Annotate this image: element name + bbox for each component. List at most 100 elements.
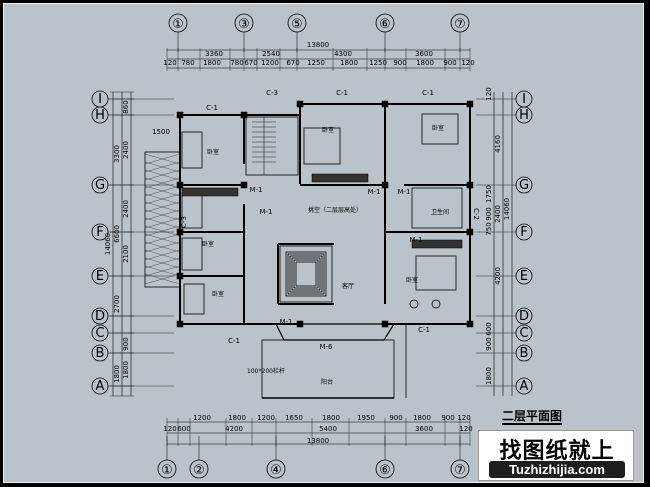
void-ring: [291, 257, 321, 291]
dim-right-minor: 1750: [485, 185, 493, 203]
watermark-url: Tuzhizhijia.com: [489, 461, 625, 478]
dim-top-minor: 1200: [261, 59, 279, 67]
room-label-bedroom: 卧室: [406, 276, 418, 284]
structural-column: [381, 100, 389, 108]
roof-hatch-line: [144, 241, 181, 253]
dim-left-mid: 6600: [113, 225, 121, 243]
structural-column: [176, 320, 184, 328]
roof-hatch-line: [144, 169, 181, 181]
room-label-terrace: 阳台: [321, 378, 333, 386]
structural-column: [176, 111, 184, 119]
door-tag-m6: M-6: [319, 343, 333, 351]
dim-top-minor: 780: [181, 59, 194, 67]
bed-furniture: [183, 283, 205, 315]
door-tag-m1: M-1: [249, 186, 262, 194]
window-tag-c2: C-2: [472, 208, 480, 220]
watermark-brand-text: 找图纸就上: [499, 439, 615, 464]
dim-top-minor: 900: [393, 59, 406, 67]
structural-column: [296, 100, 304, 108]
dim-top-major: 4300: [334, 50, 352, 58]
window-tag-c1: C-1: [418, 326, 430, 334]
dim-right-minor: 900: [485, 337, 493, 350]
dim-bottom-major: 120: [459, 425, 472, 433]
grid-label-right: E: [520, 269, 528, 284]
structural-column: [466, 320, 474, 328]
dim-top-total: 13800: [307, 41, 329, 49]
structural-column: [466, 228, 474, 236]
dim-top-minor: 1800: [203, 59, 221, 67]
grid-label-right: A: [520, 379, 529, 394]
dim-right-minor: 600: [485, 322, 493, 335]
bed-furniture: [181, 237, 203, 271]
room-label-bedroom: 卧室: [212, 290, 224, 298]
grid-label-right: G: [519, 178, 529, 193]
dim-right-minor: 1800: [485, 367, 493, 385]
void-stair-drawing: [279, 245, 333, 303]
grid-label-left: I: [98, 92, 102, 107]
grid-label-right: B: [520, 346, 529, 361]
dim-left-minor: 860: [122, 100, 130, 113]
dim-bottom-major: 120: [163, 425, 176, 433]
dim-right-mid: 4160: [494, 135, 502, 153]
grid-label-right: C: [519, 326, 528, 341]
window-tag-c3: C-3: [180, 216, 188, 228]
structural-column: [466, 181, 474, 189]
grid-label-top: ⑤: [291, 17, 303, 32]
dim-right-minor: 750: [485, 222, 493, 235]
dim-right-minor: 900: [485, 207, 493, 220]
grid-label-top: ③: [238, 17, 250, 32]
roof-hatch-line: [144, 233, 181, 245]
door-tag-m1: M-1: [397, 188, 410, 196]
dim-top-minor: 120: [163, 59, 176, 67]
drawing-title: 二层平面图: [502, 409, 563, 425]
door-tag-m1: M-1: [259, 208, 272, 216]
bed-furniture: [303, 127, 341, 165]
door-tag-m1: M-1: [279, 318, 292, 326]
railing-note: 100*200栏杆: [247, 367, 285, 375]
grid-label-right: F: [520, 225, 527, 240]
roof-hatch-area: [144, 151, 181, 288]
dim-left-total: 14060: [104, 233, 112, 255]
void-ring: [295, 261, 317, 287]
dim-left-minor: 900: [122, 337, 130, 350]
grid-label-left: F: [96, 225, 103, 240]
window-tag-c3: C-3: [266, 89, 278, 97]
dim-top-minor: 1250: [369, 59, 387, 67]
sanitary-fixture: [431, 299, 441, 309]
grid-label-bottom: ②: [193, 463, 205, 478]
dim-bottom-minor: 1800: [413, 414, 431, 422]
grid-label-right: H: [519, 108, 529, 123]
roof-hatch-line: [144, 153, 181, 165]
dim-left-mid: 2700: [113, 295, 121, 313]
roof-hatch-line: [144, 209, 181, 221]
roof-hatch-line: [144, 201, 181, 213]
grid-label-bottom: ⑦: [454, 463, 466, 478]
dim-left-minor: 2400: [122, 141, 130, 159]
sanitary-fixture: [409, 299, 419, 309]
bed-furniture: [421, 113, 459, 145]
structural-column: [240, 181, 248, 189]
grid-label-left: E: [96, 269, 104, 284]
bed-furniture: [415, 255, 457, 291]
roof-hatch-line: [144, 217, 181, 229]
dim-right-minor: 120: [485, 87, 493, 100]
grid-label-left: D: [95, 309, 105, 324]
dim-bottom-minor: 1650: [285, 414, 303, 422]
dim-top-major: 3360: [205, 50, 223, 58]
dim-bottom-minor: 900: [389, 414, 402, 422]
dim-bottom-total: 13800: [307, 437, 329, 445]
dim-right-mid: 4200: [494, 267, 502, 285]
dim-top-minor: 120: [461, 59, 474, 67]
dim-top-minor: 1800: [340, 59, 358, 67]
dim-top-major: 3600: [415, 50, 433, 58]
room-label-bedroom: 卧室: [432, 124, 444, 132]
grid-label-right: I: [522, 92, 526, 107]
dim-top-minor: 670: [244, 59, 257, 67]
dim-bottom-minor: 1800: [322, 414, 340, 422]
wardrobe-furniture: [181, 187, 239, 197]
dim-left-minor: 1800: [122, 361, 130, 379]
room-label-bathroom: 卫生间: [431, 208, 449, 216]
window-tag-c1: C-1: [228, 337, 240, 345]
